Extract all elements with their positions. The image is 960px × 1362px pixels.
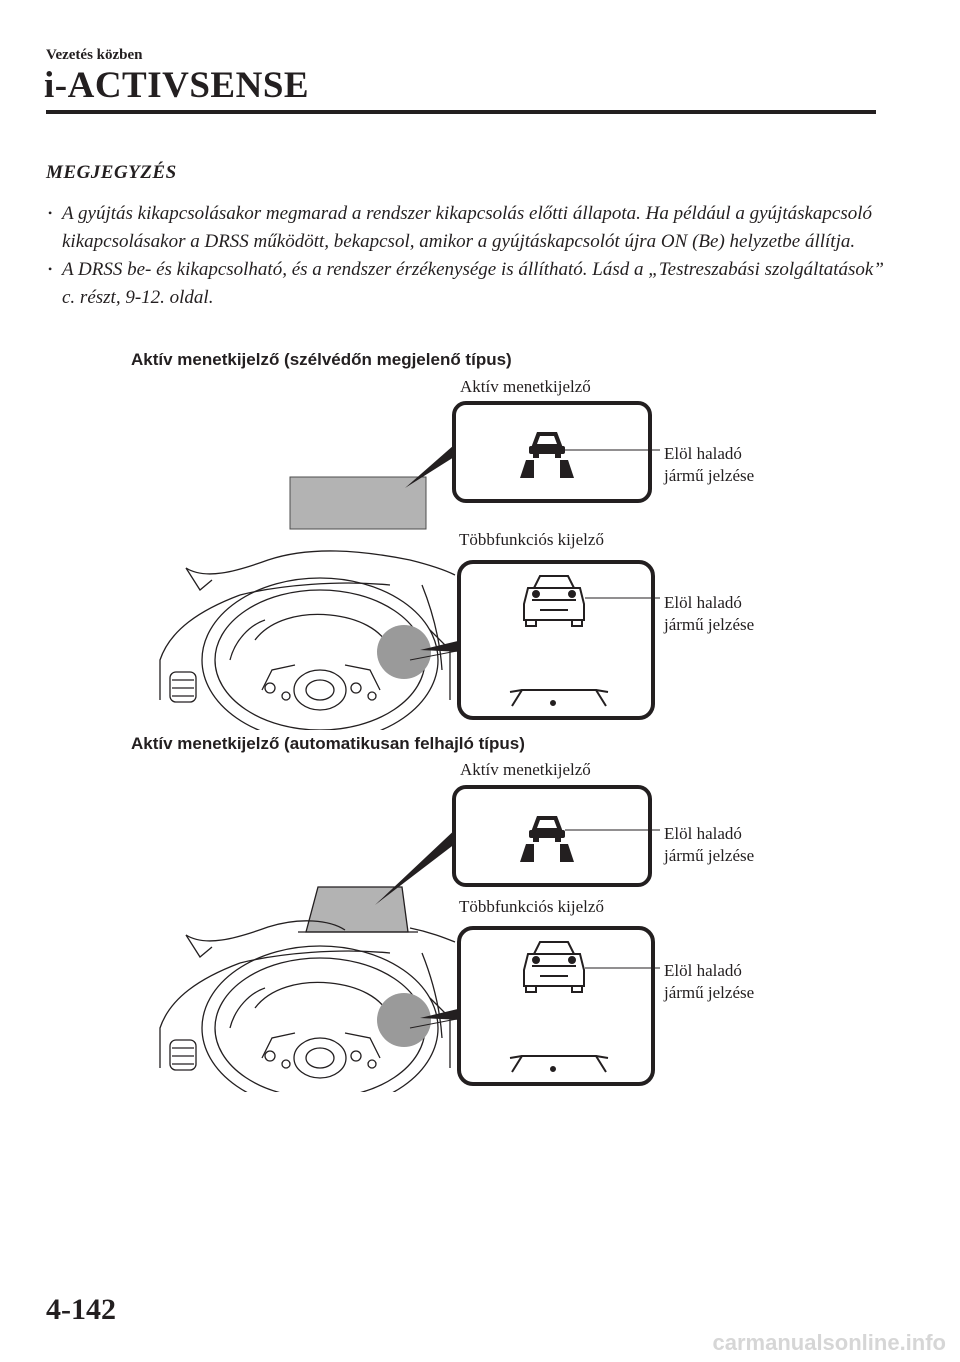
- hud-lane-marker: [520, 460, 534, 478]
- mfd-callout-box: [457, 560, 655, 720]
- figure-1-caption: Aktív menetkijelző (szélvédőn megjelenő …: [131, 350, 512, 369]
- car-label-line2: jármű jelzése: [663, 846, 754, 865]
- hud-label: Aktív menetkijelző: [460, 760, 591, 779]
- mfd-vehicle-icon: [523, 941, 585, 993]
- own-car-hood-icon: [509, 689, 609, 707]
- mfd-label: Többfunkciós kijelző: [459, 897, 604, 916]
- car-label-line2: jármű jelzése: [663, 466, 754, 485]
- car-label-line1: Elöl haladó: [664, 444, 742, 463]
- own-car-hood-icon: [509, 1055, 609, 1073]
- watermark: carmanualsonline.info: [712, 1330, 947, 1355]
- car-label-line1: Elöl haladó: [664, 593, 742, 612]
- callout-pointer: [405, 438, 462, 488]
- mfd-callout-box: [457, 926, 655, 1086]
- section-label: Vezetés közben: [46, 47, 143, 63]
- page-number: 4-142: [46, 1293, 116, 1326]
- car-label-line1: Elöl haladó: [664, 961, 742, 980]
- cluster-highlight: [377, 625, 431, 679]
- page-title: i-ACTIVSENSE: [44, 65, 310, 106]
- mfd-label: Többfunkciós kijelző: [459, 530, 604, 549]
- figure-2-caption: Aktív menetkijelző (automatikusan felhaj…: [131, 734, 525, 753]
- dashboard-drawing: [159, 550, 456, 730]
- car-label-line1: Elöl haladó: [664, 824, 742, 843]
- callout-pointer: [420, 1008, 462, 1020]
- note-item: A DRSS be- és kikapcsolható, és a rendsz…: [46, 255, 886, 312]
- callout-pointer: [420, 640, 462, 652]
- note-item: A gyújtás kikapcsolásakor megmarad a ren…: [46, 199, 886, 256]
- car-label-line2: jármű jelzése: [663, 615, 754, 634]
- dashboard-drawing: [159, 920, 456, 1092]
- car-label-line2: jármű jelzése: [663, 983, 754, 1002]
- hud-label: Aktív menetkijelző: [460, 377, 591, 396]
- hud-vehicle-icon: [529, 432, 565, 458]
- hud-lane-marker: [520, 844, 534, 862]
- hud-vehicle-icon: [529, 816, 565, 842]
- callout-pointer: [375, 825, 460, 905]
- title-rule: [46, 110, 876, 114]
- figure-1-illustration: Aktív menetkijelző Elöl haladó jármű jel…: [159, 377, 754, 730]
- popup-combiner: [305, 886, 409, 933]
- figure-2-illustration: Aktív menetkijelző Elöl haladó jármű jel…: [159, 760, 754, 1092]
- note-heading: MEGJEGYZÉS: [46, 162, 177, 183]
- note-list: A gyújtás kikapcsolásakor megmarad a ren…: [46, 199, 886, 312]
- hud-lane-marker: [560, 844, 574, 862]
- windshield-display-area: [289, 476, 427, 530]
- hud-lane-marker: [560, 460, 574, 478]
- cluster-highlight: [377, 993, 431, 1047]
- mfd-vehicle-icon: [523, 575, 585, 627]
